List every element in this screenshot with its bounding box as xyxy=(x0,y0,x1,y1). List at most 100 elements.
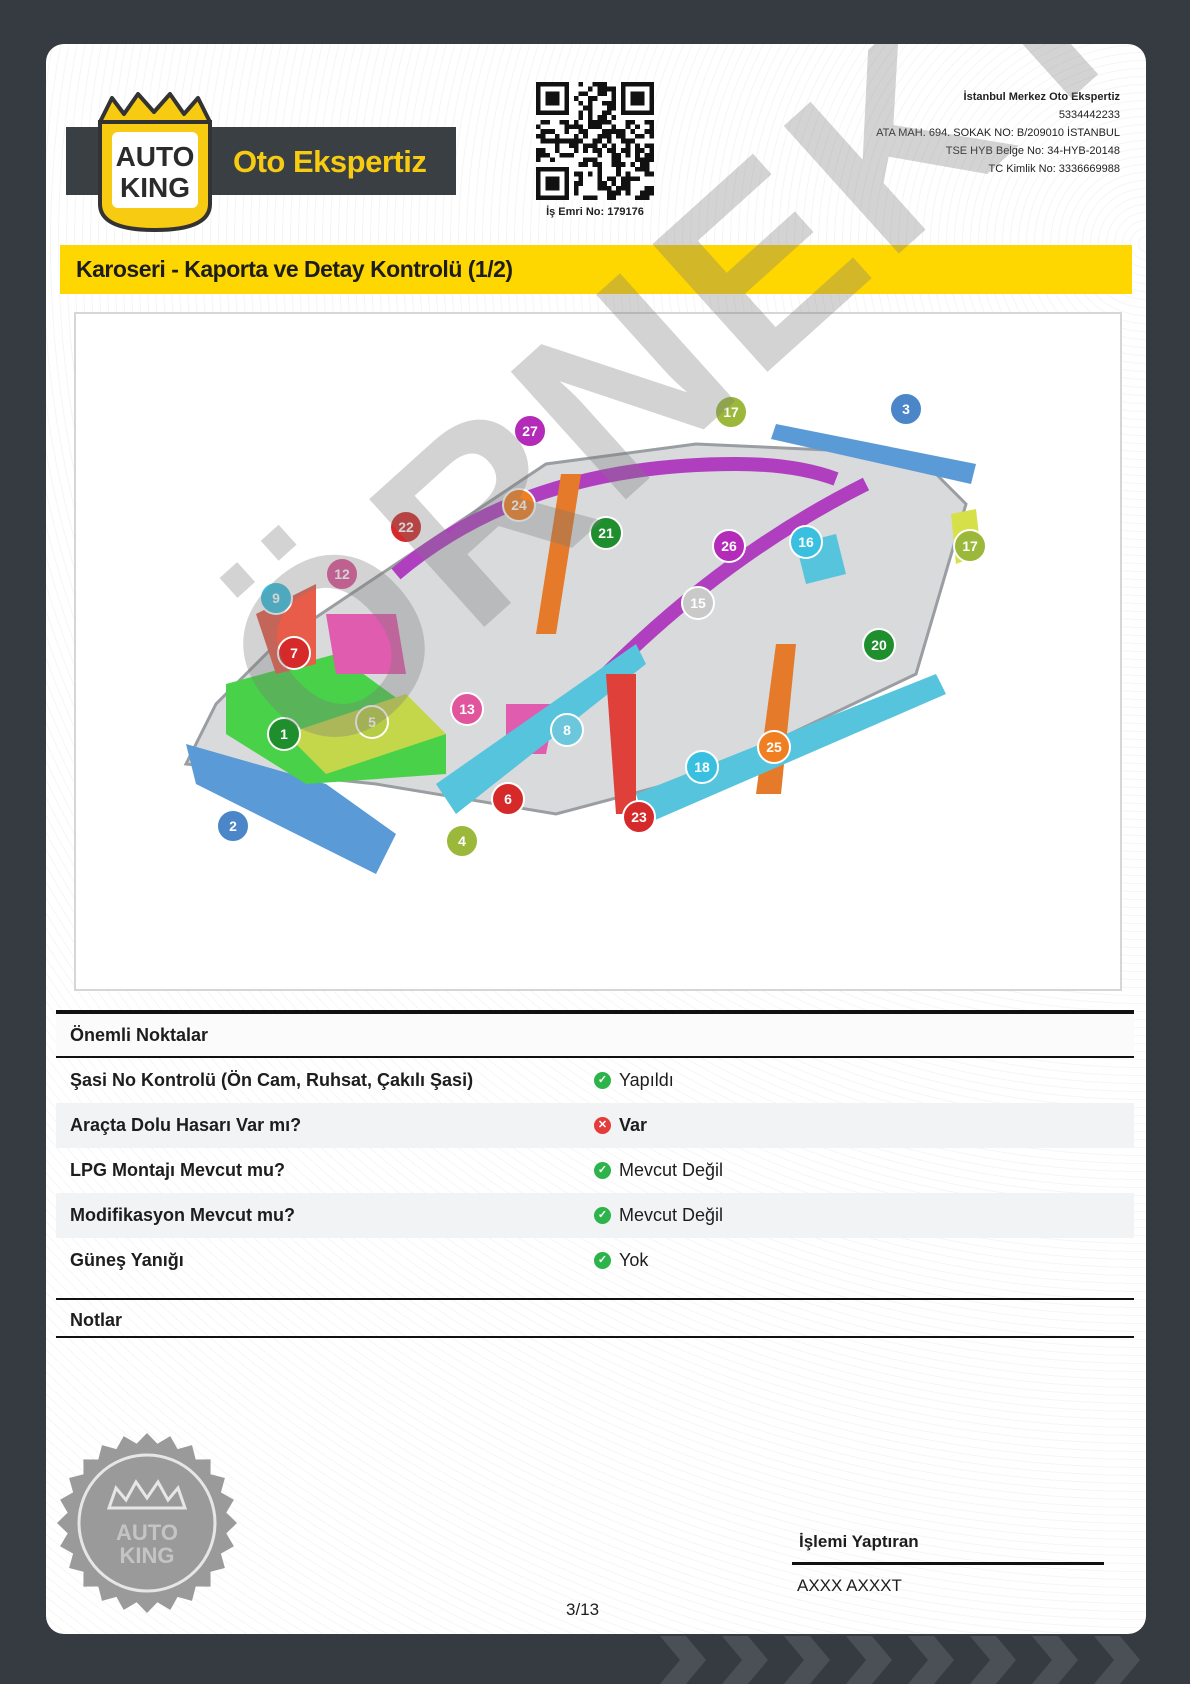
svg-text:6: 6 xyxy=(504,791,512,807)
marker-16: 16 xyxy=(789,525,823,559)
table-row: Modifikasyon Mevcut mu? ✓ Mevcut Değil xyxy=(56,1193,1134,1238)
marker-8: 8 xyxy=(550,713,584,747)
seal-line2: KING xyxy=(120,1543,175,1568)
answer-label: Var xyxy=(619,1115,648,1135)
marker-27: 27 xyxy=(513,414,547,448)
table-row: Şasi No Kontrolü (Ön Cam, Ruhsat, Çakılı… xyxy=(56,1058,1134,1103)
answer-label: Mevcut Değil xyxy=(619,1160,724,1180)
svg-text:16: 16 xyxy=(798,534,814,550)
svg-text:25: 25 xyxy=(766,739,782,755)
svg-text:1: 1 xyxy=(280,726,288,742)
answer-label: Yapıldı xyxy=(619,1070,674,1090)
car-frame-illustration xyxy=(183,424,981,874)
seal-line1: AUTO xyxy=(116,1520,178,1545)
svg-text:17: 17 xyxy=(723,404,739,420)
report-page: AUTO KING Oto Ekspertiz İş Emri No: 1791… xyxy=(46,44,1146,1634)
question-label: LPG Montajı Mevcut mu? xyxy=(70,1160,286,1180)
company-name: İstanbul Merkez Oto Ekspertiz xyxy=(963,91,1120,103)
svg-text:26: 26 xyxy=(721,538,737,554)
svg-text:15: 15 xyxy=(690,595,706,611)
answer-label: Yok xyxy=(619,1250,649,1270)
check-icon: ✓ xyxy=(594,1072,611,1089)
company-phone: 5334442233 xyxy=(1058,109,1120,121)
marker-15: 15 xyxy=(681,586,715,620)
svg-text:3: 3 xyxy=(902,401,910,417)
company-address: ATA MAH. 694. SOKAK NO: B/209010 İSTANBU… xyxy=(876,127,1120,139)
logo-line2: KING xyxy=(120,172,190,203)
svg-text:17: 17 xyxy=(962,538,978,554)
svg-text:2: 2 xyxy=(229,818,237,834)
marker-26: 26 xyxy=(712,529,746,563)
marker-1: 1 xyxy=(267,717,301,751)
svg-text:7: 7 xyxy=(290,645,298,661)
signer-name: AXXX AXXXT xyxy=(797,1576,902,1595)
marker-22: 22 xyxy=(389,510,423,544)
question-label: Modifikasyon Mevcut mu? xyxy=(70,1205,296,1225)
marker-17: 17 xyxy=(953,529,987,563)
table-header: Önemli Noktalar xyxy=(56,1010,1134,1058)
marker-6: 6 xyxy=(491,782,525,816)
brand-logo: AUTO KING Oto Ekspertiz xyxy=(66,62,486,247)
table-row: Güneş Yanığı ✓ Yok xyxy=(56,1238,1134,1283)
page-number: 3/13 xyxy=(566,1600,600,1619)
answer-cell: ✓ Yok xyxy=(594,1250,648,1271)
question-label: Güneş Yanığı xyxy=(70,1250,184,1270)
svg-text:27: 27 xyxy=(522,423,538,439)
marker-18: 18 xyxy=(685,750,719,784)
marker-3: 3 xyxy=(889,392,923,426)
check-icon: ✓ xyxy=(594,1252,611,1269)
important-points-table: Önemli Noktalar Şasi No Kontrolü (Ön Cam… xyxy=(56,1010,1134,1283)
question-label: Şasi No Kontrolü (Ön Cam, Ruhsat, Çakılı… xyxy=(70,1070,474,1090)
check-icon: ✓ xyxy=(594,1207,611,1224)
marker-21: 21 xyxy=(589,516,623,550)
question-label: Araçta Dolu Hasarı Var mı? xyxy=(70,1115,302,1135)
answer-label: Mevcut Değil xyxy=(619,1205,724,1225)
marker-13: 13 xyxy=(450,692,484,726)
check-icon: ✓ xyxy=(594,1162,611,1179)
svg-text:22: 22 xyxy=(398,519,414,535)
chevron-arrows-icon xyxy=(660,1636,1140,1684)
logo-line1: AUTO xyxy=(116,141,195,172)
svg-text:4: 4 xyxy=(458,833,466,849)
marker-5: 5 xyxy=(355,705,389,739)
crown-shield-icon: AUTO KING xyxy=(98,92,212,233)
signer-label: İşlemi Yaptıran xyxy=(799,1532,919,1551)
marker-24: 24 xyxy=(502,488,536,522)
marker-25: 25 xyxy=(757,730,791,764)
svg-text:18: 18 xyxy=(694,759,710,775)
marker-2: 2 xyxy=(216,809,250,843)
marker-23: 23 xyxy=(622,800,656,834)
svg-text:9: 9 xyxy=(272,590,280,606)
svg-text:5: 5 xyxy=(368,714,376,730)
svg-text:24: 24 xyxy=(511,497,527,513)
qr-code-icon xyxy=(536,82,654,200)
section-title: Karoseri - Kaporta ve Detay Kontrolü (1/… xyxy=(60,245,1132,294)
marker-12: 12 xyxy=(325,557,359,591)
svg-text:13: 13 xyxy=(459,701,475,717)
marker-4: 4 xyxy=(445,824,479,858)
svg-text:20: 20 xyxy=(871,637,887,653)
answer-cell: ✓ Mevcut Değil xyxy=(594,1160,723,1181)
table-body: Şasi No Kontrolü (Ön Cam, Ruhsat, Çakılı… xyxy=(56,1058,1134,1283)
svg-text:23: 23 xyxy=(631,809,647,825)
error-icon: ✕ xyxy=(594,1117,611,1134)
answer-cell: ✓ Mevcut Değil xyxy=(594,1205,723,1226)
svg-text:21: 21 xyxy=(598,525,614,541)
notes-header: Notlar xyxy=(56,1298,1134,1338)
company-tse: TSE HYB Belge No: 34-HYB-20148 xyxy=(945,145,1120,157)
svg-text:12: 12 xyxy=(334,566,350,582)
work-order-number: İş Emri No: 179176 xyxy=(546,206,644,218)
signature-line xyxy=(792,1562,1104,1565)
seal-stamp-icon: AUTO KING xyxy=(57,1433,237,1613)
table-row: LPG Montajı Mevcut mu? ✓ Mevcut Değil xyxy=(56,1148,1134,1193)
answer-cell: ✓ Yapıldı xyxy=(594,1070,674,1091)
svg-text:8: 8 xyxy=(563,722,571,738)
marker-7: 7 xyxy=(277,636,311,670)
answer-cell: ✕ Var xyxy=(594,1115,647,1136)
table-row: Araçta Dolu Hasarı Var mı? ✕ Var xyxy=(56,1103,1134,1148)
company-tc: TC Kimlik No: 3336669988 xyxy=(988,163,1120,175)
company-info: İstanbul Merkez Oto Ekspertiz 5334442233… xyxy=(876,88,1120,178)
marker-17: 17 xyxy=(714,395,748,429)
